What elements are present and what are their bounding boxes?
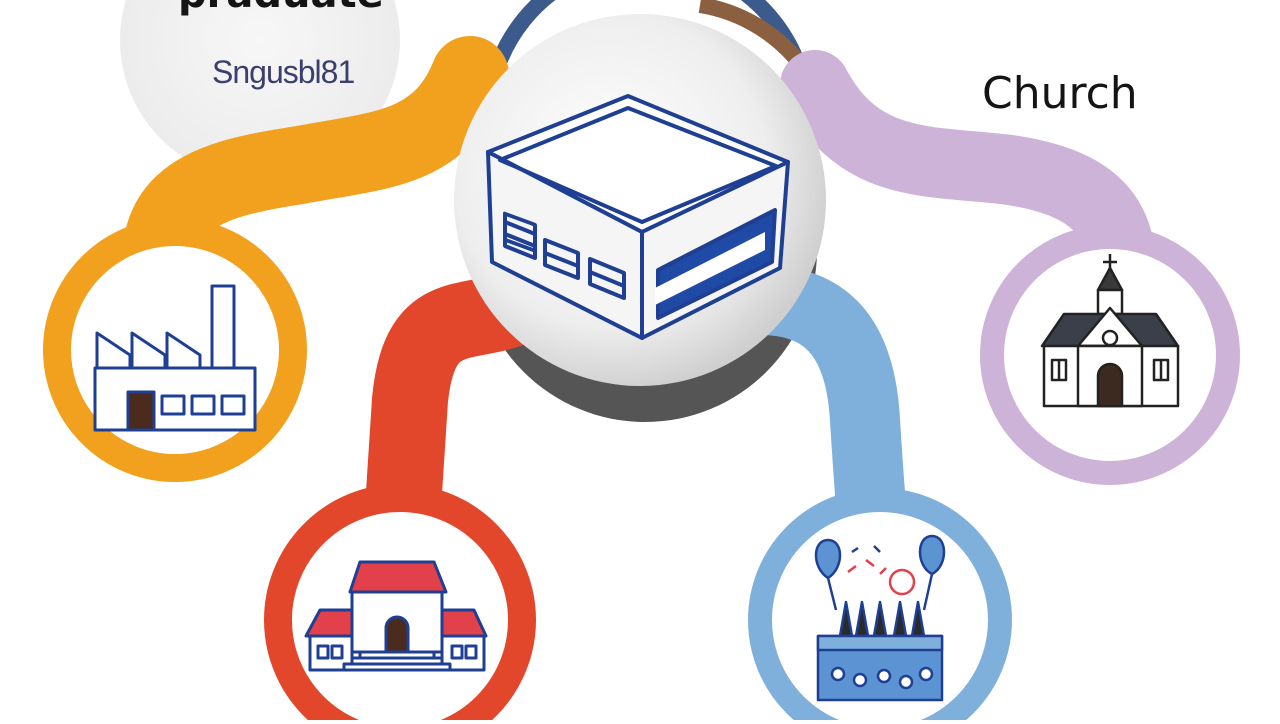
hub-top-accent (492, 0, 808, 73)
church-label: Church (982, 68, 1138, 119)
top-left-title: praduate (178, 0, 384, 18)
factory-icon (93, 284, 257, 432)
top-left-subtitle: Sngusbl81 (212, 54, 355, 90)
church-icon (1040, 254, 1180, 408)
party-balloons-icon (814, 534, 946, 702)
warehouse-icon (486, 94, 790, 340)
school-building-icon (304, 560, 488, 672)
